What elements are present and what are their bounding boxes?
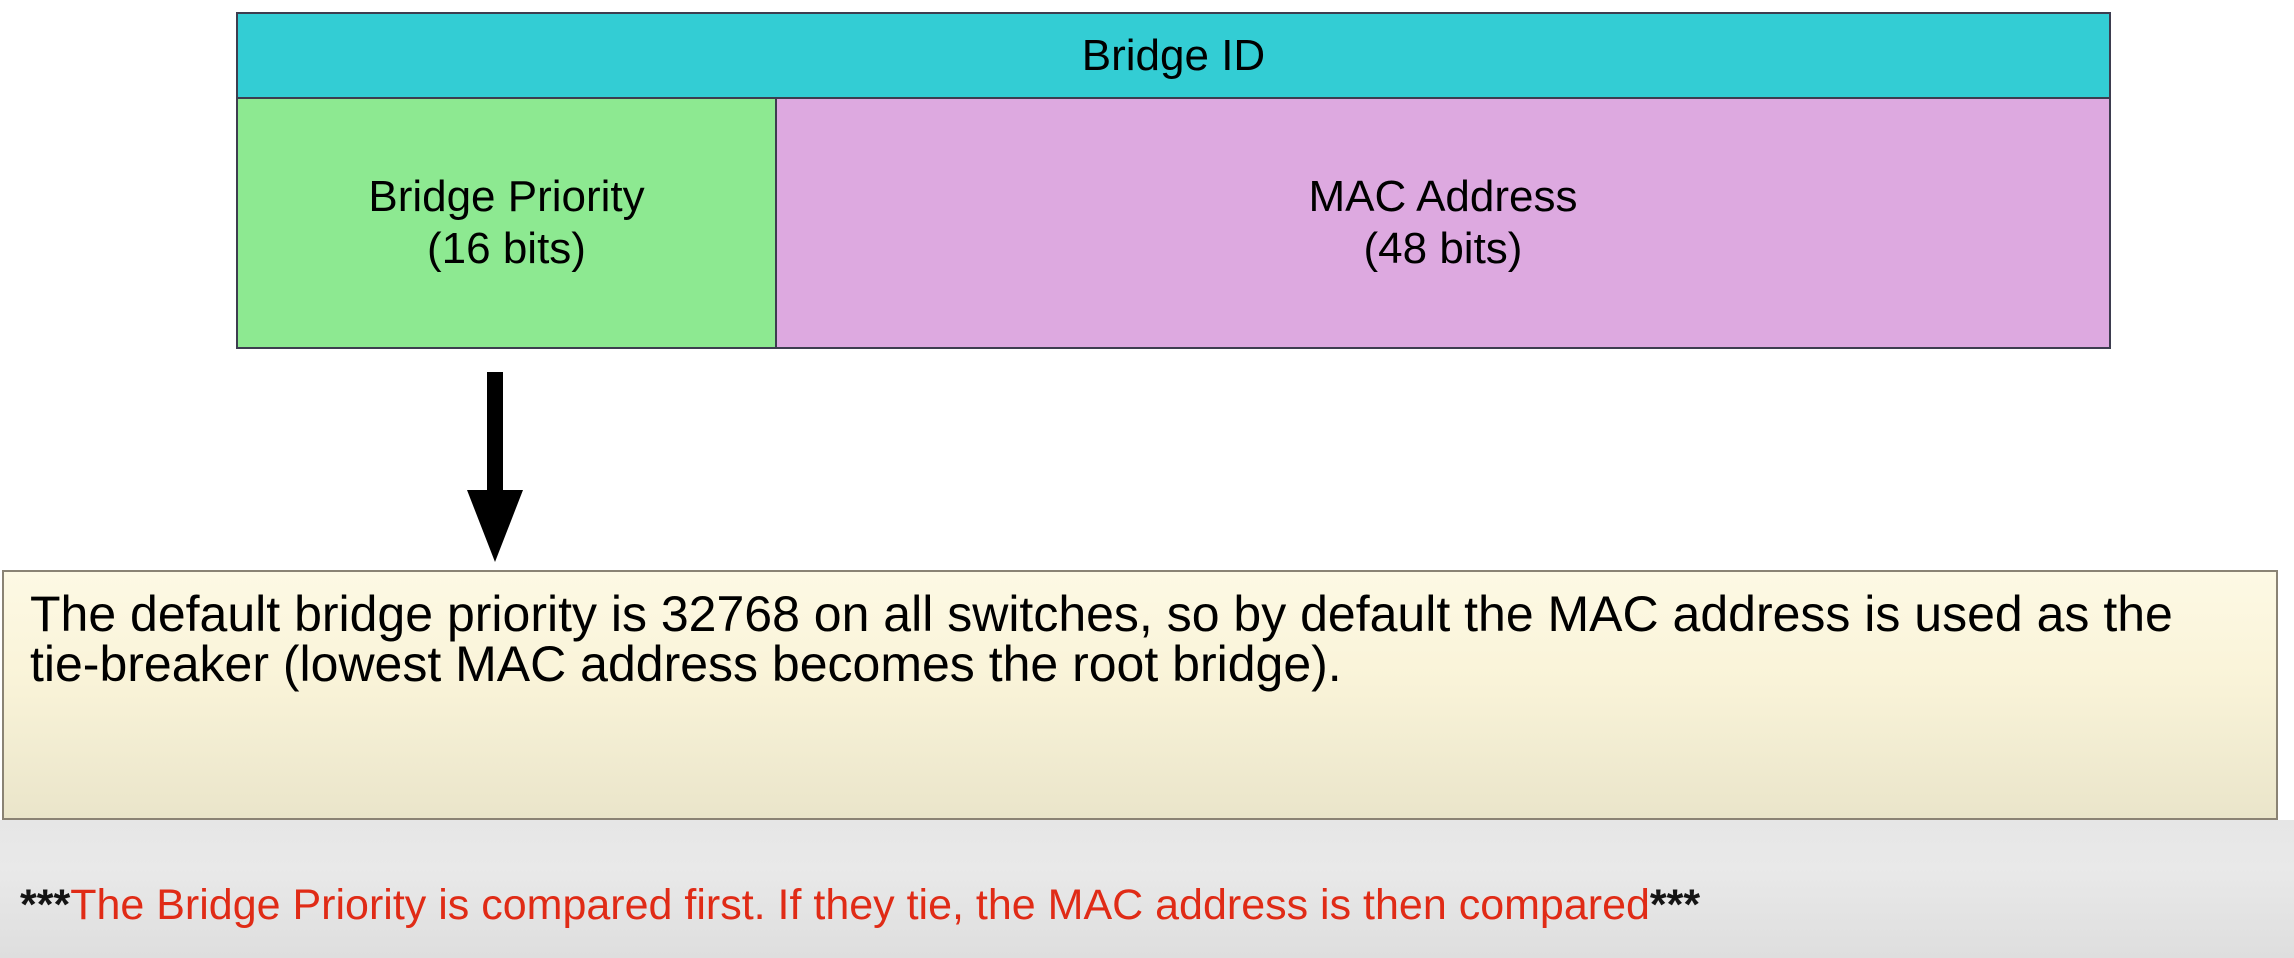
mac-address-cell: MAC Address (48 bits) — [775, 97, 2111, 349]
bridge-priority-label: Bridge Priority (16 bits) — [368, 172, 645, 273]
lower-background-band — [0, 820, 2294, 958]
callout-box: The default bridge priority is 32768 on … — [2, 570, 2278, 820]
footnote-text: The Bridge Priority is compared first. I… — [70, 881, 1650, 929]
mac-address-label: MAC Address (48 bits) — [1308, 172, 1578, 273]
bridge-id-header-cell: Bridge ID — [236, 12, 2111, 99]
footnote-trailing-stars: *** — [1649, 881, 1701, 929]
footnote-line: ***The Bridge Priority is compared first… — [20, 884, 2274, 927]
down-arrow-icon — [455, 372, 535, 567]
bridge-id-label: Bridge ID — [1081, 30, 1266, 80]
bridge-id-diagram: Bridge ID Bridge Priority (16 bits) MAC … — [236, 12, 2111, 349]
callout-text: The default bridge priority is 32768 on … — [30, 586, 2173, 692]
bridge-priority-cell: Bridge Priority (16 bits) — [236, 97, 777, 349]
footnote-leading-stars: *** — [20, 881, 71, 929]
